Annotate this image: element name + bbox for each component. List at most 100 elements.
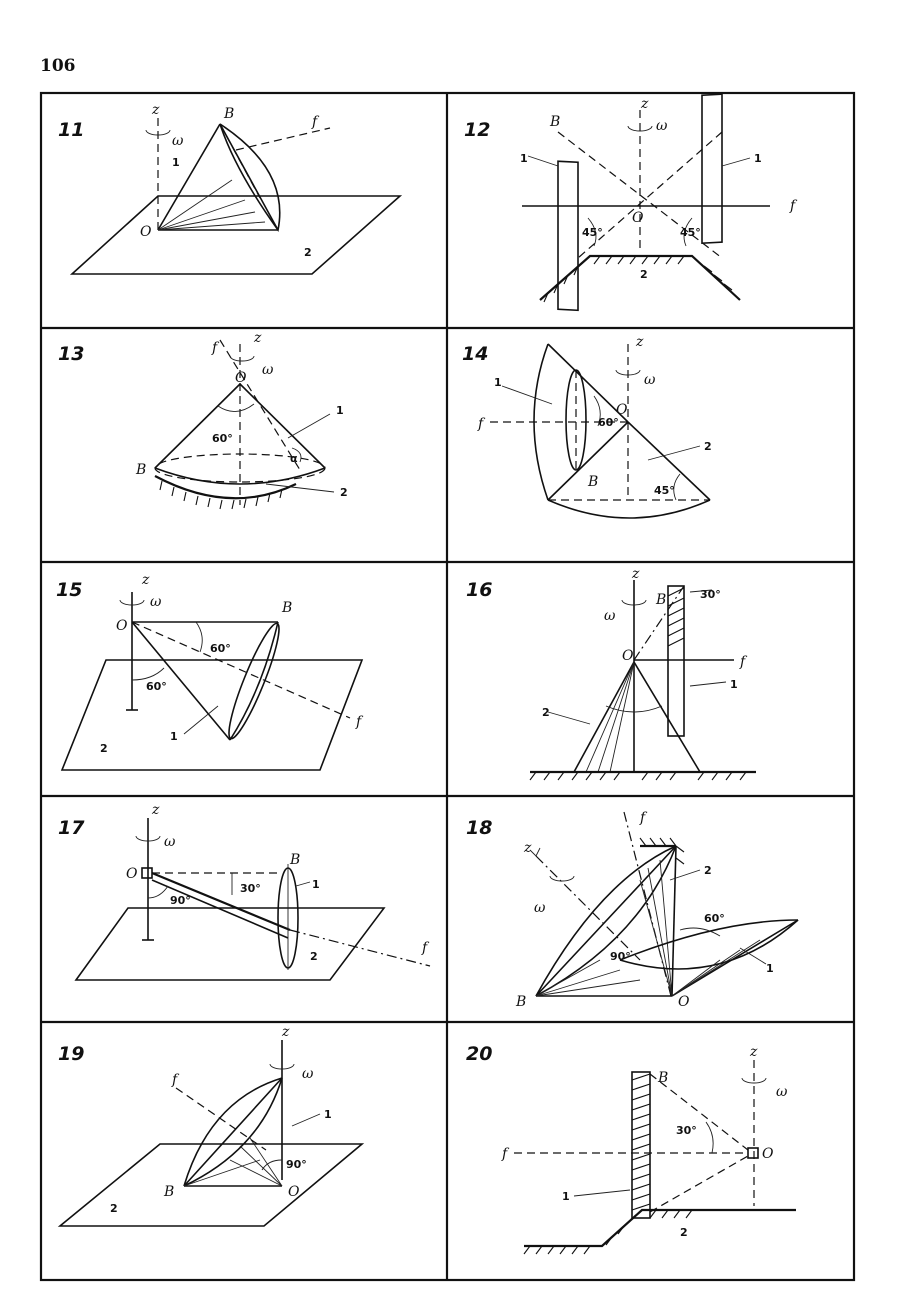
- axis-label: z: [635, 334, 644, 350]
- axis-label: z: [141, 572, 150, 588]
- panel-number: 15: [56, 579, 82, 601]
- body-label: 1: [766, 962, 774, 975]
- body-label: 1: [170, 730, 178, 743]
- angle-top: 60°: [598, 416, 619, 429]
- f-label: f: [311, 114, 320, 130]
- omega-label: ω: [644, 372, 656, 388]
- point-label: B: [289, 852, 300, 868]
- body-label: 1: [172, 156, 180, 169]
- point-label: B: [655, 592, 666, 608]
- panel-number: 16: [466, 579, 492, 601]
- panel-number: 18: [466, 817, 492, 839]
- f-label: f: [421, 940, 430, 956]
- point-label: B: [549, 114, 560, 130]
- origin-label: O: [678, 994, 690, 1010]
- omega-label: ω: [776, 1084, 788, 1100]
- omega-label: ω: [534, 900, 546, 916]
- point-label: B: [515, 994, 526, 1010]
- body-label: 1: [562, 1190, 570, 1203]
- panel-16: 16 z ω O B 30° f 1 2: [466, 566, 756, 781]
- omega-label: ω: [172, 133, 184, 149]
- point-label: B: [587, 474, 598, 490]
- f-label: f: [789, 198, 798, 214]
- origin-label: O: [288, 1184, 300, 1200]
- panel-18: 18 f 2 60° 1 90°: [466, 810, 799, 1010]
- axis-label: z: [640, 96, 649, 112]
- f-label: f: [477, 416, 486, 432]
- base-label: 2: [680, 1226, 688, 1239]
- base-label: 2: [340, 486, 348, 499]
- angle-bottom: 45°: [654, 484, 675, 497]
- body2-label: 2: [704, 440, 712, 453]
- panel-number: 11: [58, 119, 84, 141]
- origin-label: O: [632, 210, 644, 226]
- angle-label: 30°: [700, 588, 721, 601]
- omega-label: ω: [656, 118, 668, 134]
- panel-number: 13: [58, 343, 84, 365]
- omega-label: ω: [262, 362, 274, 378]
- f-label: f: [639, 810, 648, 826]
- point-label: B: [163, 1184, 174, 1200]
- body-label: 1: [494, 376, 502, 389]
- grid-frame: [39, 91, 856, 1282]
- angle2: 60°: [146, 680, 167, 693]
- omega-label: ω: [302, 1066, 314, 1082]
- body-label: 1: [336, 404, 344, 417]
- panel-17: 17 z ω O 30° 90° B 1 f 2: [58, 802, 431, 981]
- body-left-label: 1: [520, 152, 528, 165]
- angle-label: 30°: [676, 1124, 697, 1137]
- panel-13: 13 f z ω O 60° α B 1 2: [58, 330, 348, 510]
- angle1: 60°: [210, 642, 231, 655]
- axis-label: z: [151, 102, 160, 118]
- origin-label: O: [762, 1146, 774, 1162]
- panel-15: 15 z ω O B f 60° 60° 1 2: [56, 572, 364, 771]
- angle2: 90°: [170, 894, 191, 907]
- point-label: B: [281, 600, 292, 616]
- origin-label: O: [140, 224, 152, 240]
- omega-label: ω: [164, 834, 176, 850]
- origin-label: O: [116, 618, 128, 634]
- angle-label: 90°: [286, 1158, 307, 1171]
- omega-label: ω: [604, 608, 616, 624]
- plane-label: 2: [110, 1202, 118, 1215]
- body-label: 1: [324, 1108, 332, 1121]
- f-label: f: [739, 654, 748, 670]
- panel-19: 19 z ω f 1 90° B O 2: [57, 1024, 365, 1227]
- omega-label: ω: [150, 594, 162, 610]
- panel-11: 11 z ω B O f 1 2: [58, 102, 403, 275]
- f-label: f: [501, 1146, 510, 1162]
- axis-label: z: [631, 566, 640, 582]
- f-label: f: [171, 1072, 180, 1088]
- plane-label: 2: [100, 742, 108, 755]
- angle-right: 45°: [680, 226, 701, 239]
- small-angle: α: [290, 452, 298, 465]
- f-label: f: [211, 340, 220, 356]
- angle-left: 45°: [582, 226, 603, 239]
- point-label: B: [135, 462, 146, 478]
- f-label: f: [355, 714, 364, 730]
- panel-number: 14: [462, 343, 488, 365]
- angle1: 30°: [240, 882, 261, 895]
- origin-label: O: [235, 370, 247, 386]
- axis-label: z: [253, 330, 262, 346]
- panel-20: 20 z ω O f B 30° 1: [466, 1043, 796, 1255]
- body-label: 1: [312, 878, 320, 891]
- axis-label: z: [281, 1024, 290, 1040]
- angle1: 60°: [704, 912, 725, 925]
- point-label: B: [223, 106, 234, 122]
- body-label: 1: [730, 678, 738, 691]
- base-label: 2: [640, 268, 648, 281]
- page-number: 106: [40, 56, 76, 76]
- panel-number: 17: [58, 817, 85, 839]
- plane-label: 2: [304, 246, 312, 259]
- body2-label: 2: [542, 706, 550, 719]
- plane-label: 2: [310, 950, 318, 963]
- angle-label: 60°: [212, 432, 233, 445]
- origin-label: O: [622, 648, 634, 664]
- panel-number: 20: [466, 1043, 492, 1065]
- point-label: B: [657, 1070, 668, 1086]
- axis-label: z: [749, 1044, 758, 1060]
- body-right-label: 1: [754, 152, 762, 165]
- axis-label: z: [523, 840, 532, 856]
